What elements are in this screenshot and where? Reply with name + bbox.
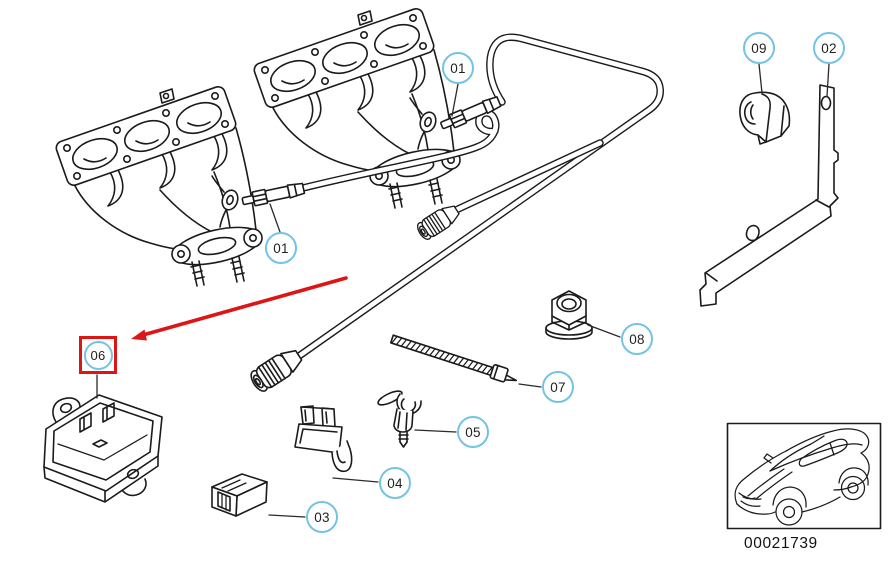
clip-09-drawing	[739, 91, 791, 145]
diagram-image-number: 00021739	[744, 535, 818, 552]
highlight-box-06: 06	[79, 336, 117, 374]
clamp-05-drawing	[377, 390, 422, 448]
flange-nut-08-drawing	[545, 290, 593, 340]
cable-tie-07-drawing	[389, 334, 518, 383]
callout-09[interactable]: 09	[743, 32, 775, 64]
callout-06[interactable]: 06	[83, 340, 113, 370]
vehicle-thumbnail	[726, 422, 882, 530]
exhaust-manifold-left-drawing	[53, 84, 266, 287]
spring-clip-04-drawing	[294, 405, 353, 473]
callout-01-upper[interactable]: 01	[442, 52, 474, 84]
callout-07[interactable]: 07	[542, 371, 574, 403]
callout-02[interactable]: 02	[813, 32, 845, 64]
cover-03-drawing	[211, 473, 268, 517]
callout-03[interactable]: 03	[306, 501, 338, 533]
callout-01-lower[interactable]: 01	[265, 232, 297, 264]
callout-05[interactable]: 05	[457, 416, 489, 448]
callout-08[interactable]: 08	[621, 323, 653, 355]
highlight-arrow	[131, 276, 348, 341]
callout-04[interactable]: 04	[379, 467, 411, 499]
harness-cable-drawing	[295, 33, 664, 360]
bracket-02-drawing	[699, 84, 839, 307]
bracket-06-drawing	[43, 394, 163, 503]
leader-lines	[96, 63, 830, 518]
